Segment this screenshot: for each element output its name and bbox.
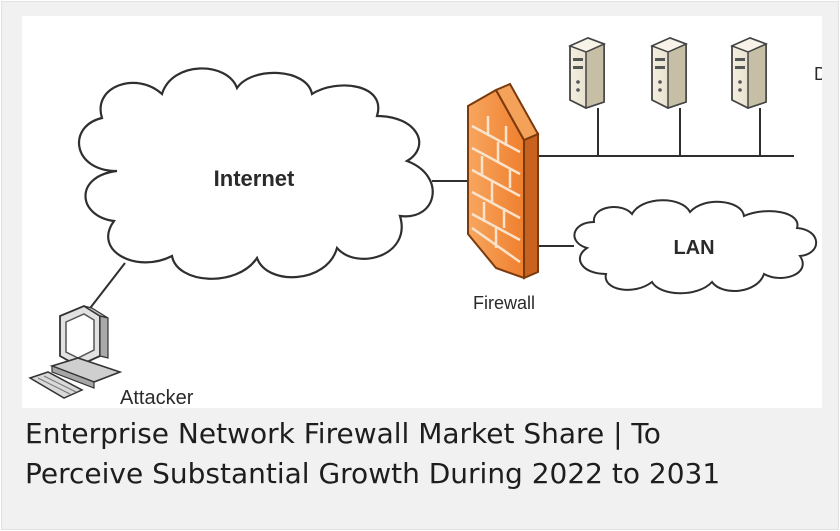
server-1-icon	[568, 37, 606, 110]
lan-label: LAN	[673, 237, 714, 259]
server-3-icon	[730, 37, 768, 110]
server-2-icon	[650, 37, 688, 110]
attacker-computer-icon	[28, 304, 123, 399]
internet-label: Internet	[214, 166, 295, 191]
internet-cloud: Internet	[77, 67, 434, 280]
image-caption[interactable]: Enterprise Network Firewall Market Share…	[25, 414, 815, 494]
dmz-label-cut: D	[814, 64, 822, 84]
lan-cloud: LAN	[573, 199, 818, 295]
attacker-label: Attacker	[120, 387, 194, 408]
network-diagram-image[interactable]: Internet	[22, 16, 822, 408]
firewall-icon: Firewall	[467, 82, 540, 313]
caption-line-2: Perceive Substantial Growth During 2022 …	[25, 457, 721, 490]
connections	[83, 108, 794, 317]
network-diagram: Internet	[28, 37, 822, 408]
firewall-label: Firewall	[473, 293, 535, 313]
caption-line-1: Enterprise Network Firewall Market Share…	[25, 417, 661, 450]
